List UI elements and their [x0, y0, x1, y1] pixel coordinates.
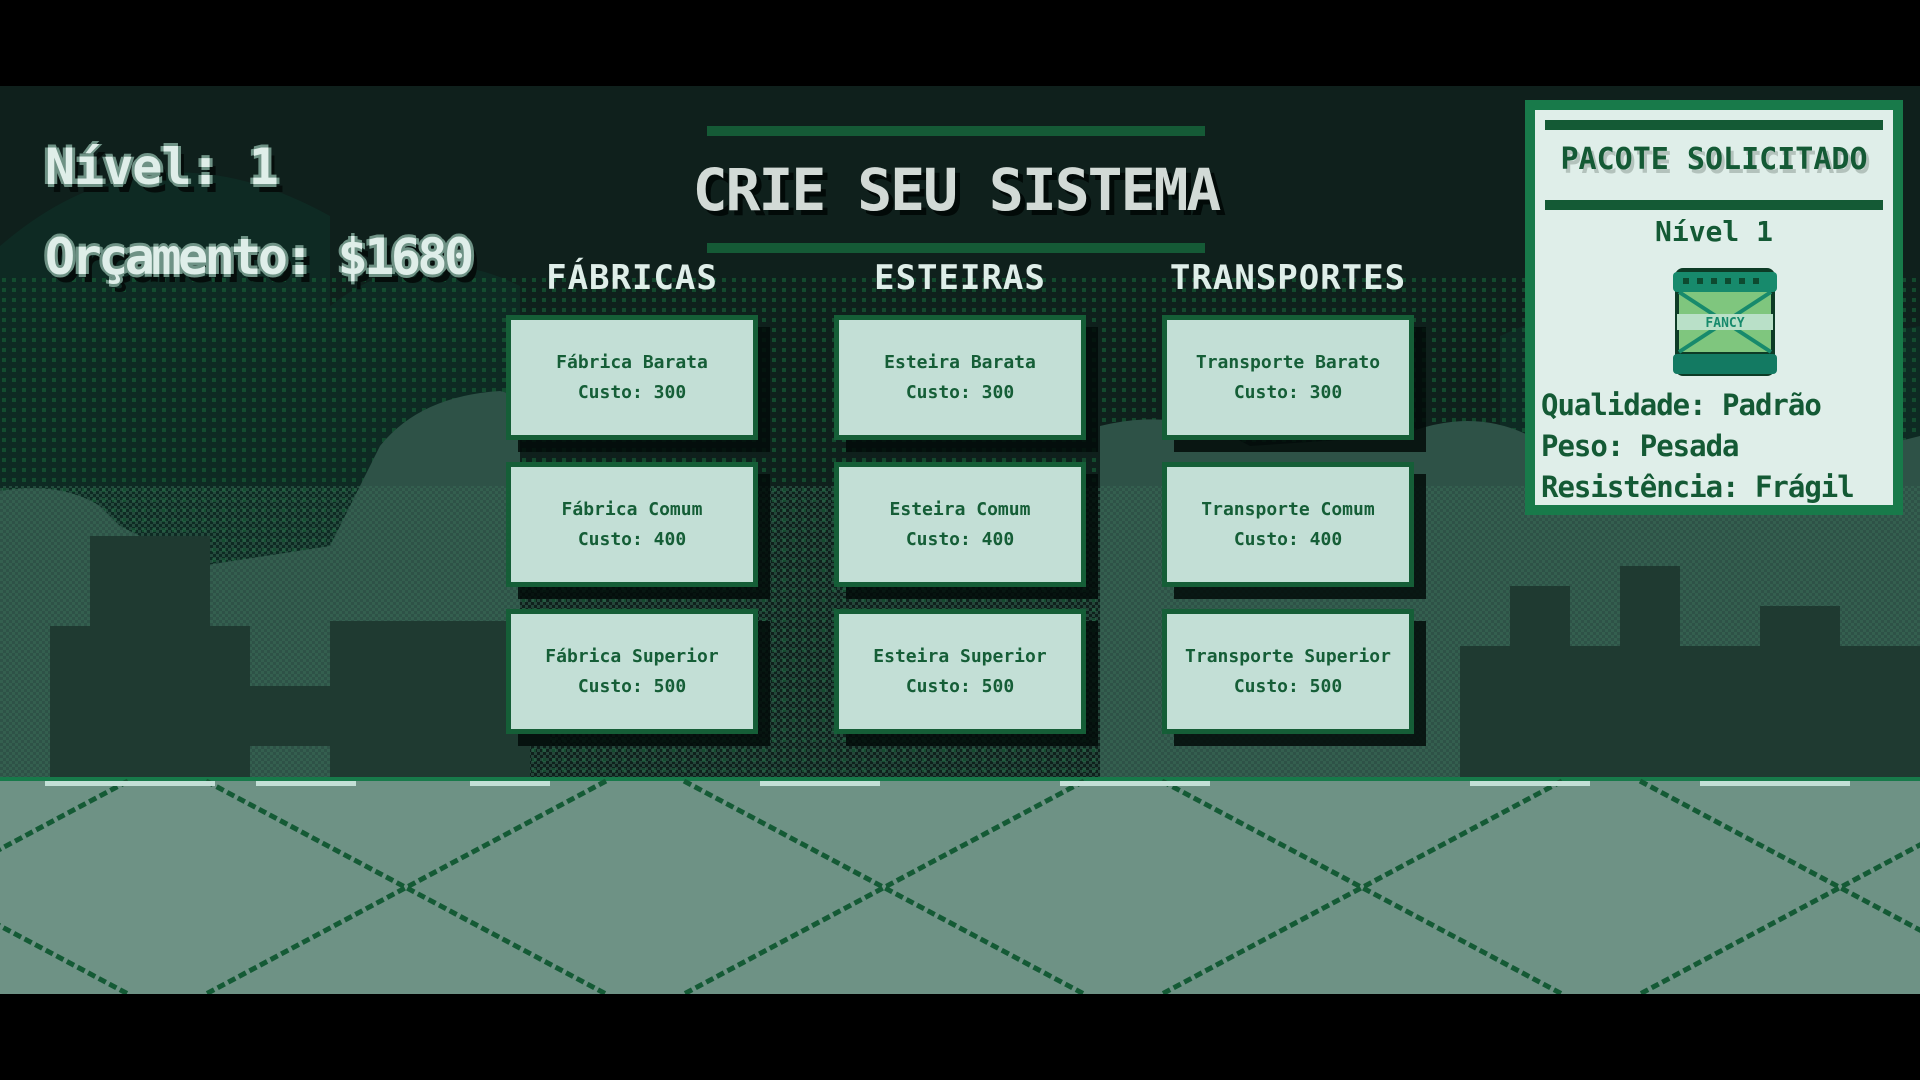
crate-icon: FANCY: [1673, 268, 1777, 376]
option-name: Fábrica Superior: [545, 645, 719, 667]
option-name: Esteira Barata: [884, 351, 1036, 373]
panel-title: PACOTE SOLICITADO: [1560, 142, 1868, 177]
header-conveyors: ESTEIRAS: [874, 258, 1046, 298]
option-cost: Custo: 400: [1233, 528, 1343, 550]
crate-label: FANCY: [1705, 316, 1744, 331]
game-scene: Nível: 1 Orçamento: $1680 CRIE SEU SISTE…: [0, 86, 1920, 994]
option-cost: Custo: 500: [905, 675, 1015, 697]
factory-floor: [0, 781, 1920, 994]
option-cost: Custo: 500: [1233, 675, 1343, 697]
package-quality: Qualidade: Padrão: [1541, 388, 1822, 422]
budget-label: Orçamento: $1680: [45, 228, 474, 286]
option-name: Transporte Comum: [1201, 498, 1375, 520]
level-label: Nível: 1: [45, 138, 279, 196]
header-transports: TRANSPORTES: [1169, 258, 1407, 298]
page-title: CRIE SEU SISTEMA: [692, 156, 1222, 224]
option-name: Esteira Comum: [889, 498, 1031, 520]
title-divider-top: [707, 126, 1205, 136]
option-name: Fábrica Comum: [561, 498, 703, 520]
header-factories: FÁBRICAS: [546, 258, 718, 298]
option-cost: Custo: 500: [577, 675, 687, 697]
option-cost: Custo: 300: [905, 381, 1015, 403]
title-divider-bottom: [707, 243, 1205, 253]
option-name: Transporte Superior: [1185, 645, 1391, 667]
option-name: Transporte Barato: [1195, 351, 1381, 373]
option-name: Esteira Superior: [873, 645, 1047, 667]
package-level: Nível 1: [1654, 215, 1773, 248]
panel-divider-top: [1545, 120, 1883, 130]
package-resistance: Resistência: Frágil: [1541, 470, 1855, 504]
package-weight: Peso: Pesada: [1541, 429, 1740, 463]
option-cost: Custo: 400: [577, 528, 687, 550]
option-cost: Custo: 300: [1233, 381, 1343, 403]
option-cost: Custo: 400: [905, 528, 1015, 550]
requested-package-panel: PACOTE SOLICITADO Nível 1 FANCY Qualidad…: [1525, 100, 1903, 515]
option-name: Fábrica Barata: [556, 351, 708, 373]
panel-divider-bottom: [1545, 200, 1883, 210]
option-cost: Custo: 300: [577, 381, 687, 403]
